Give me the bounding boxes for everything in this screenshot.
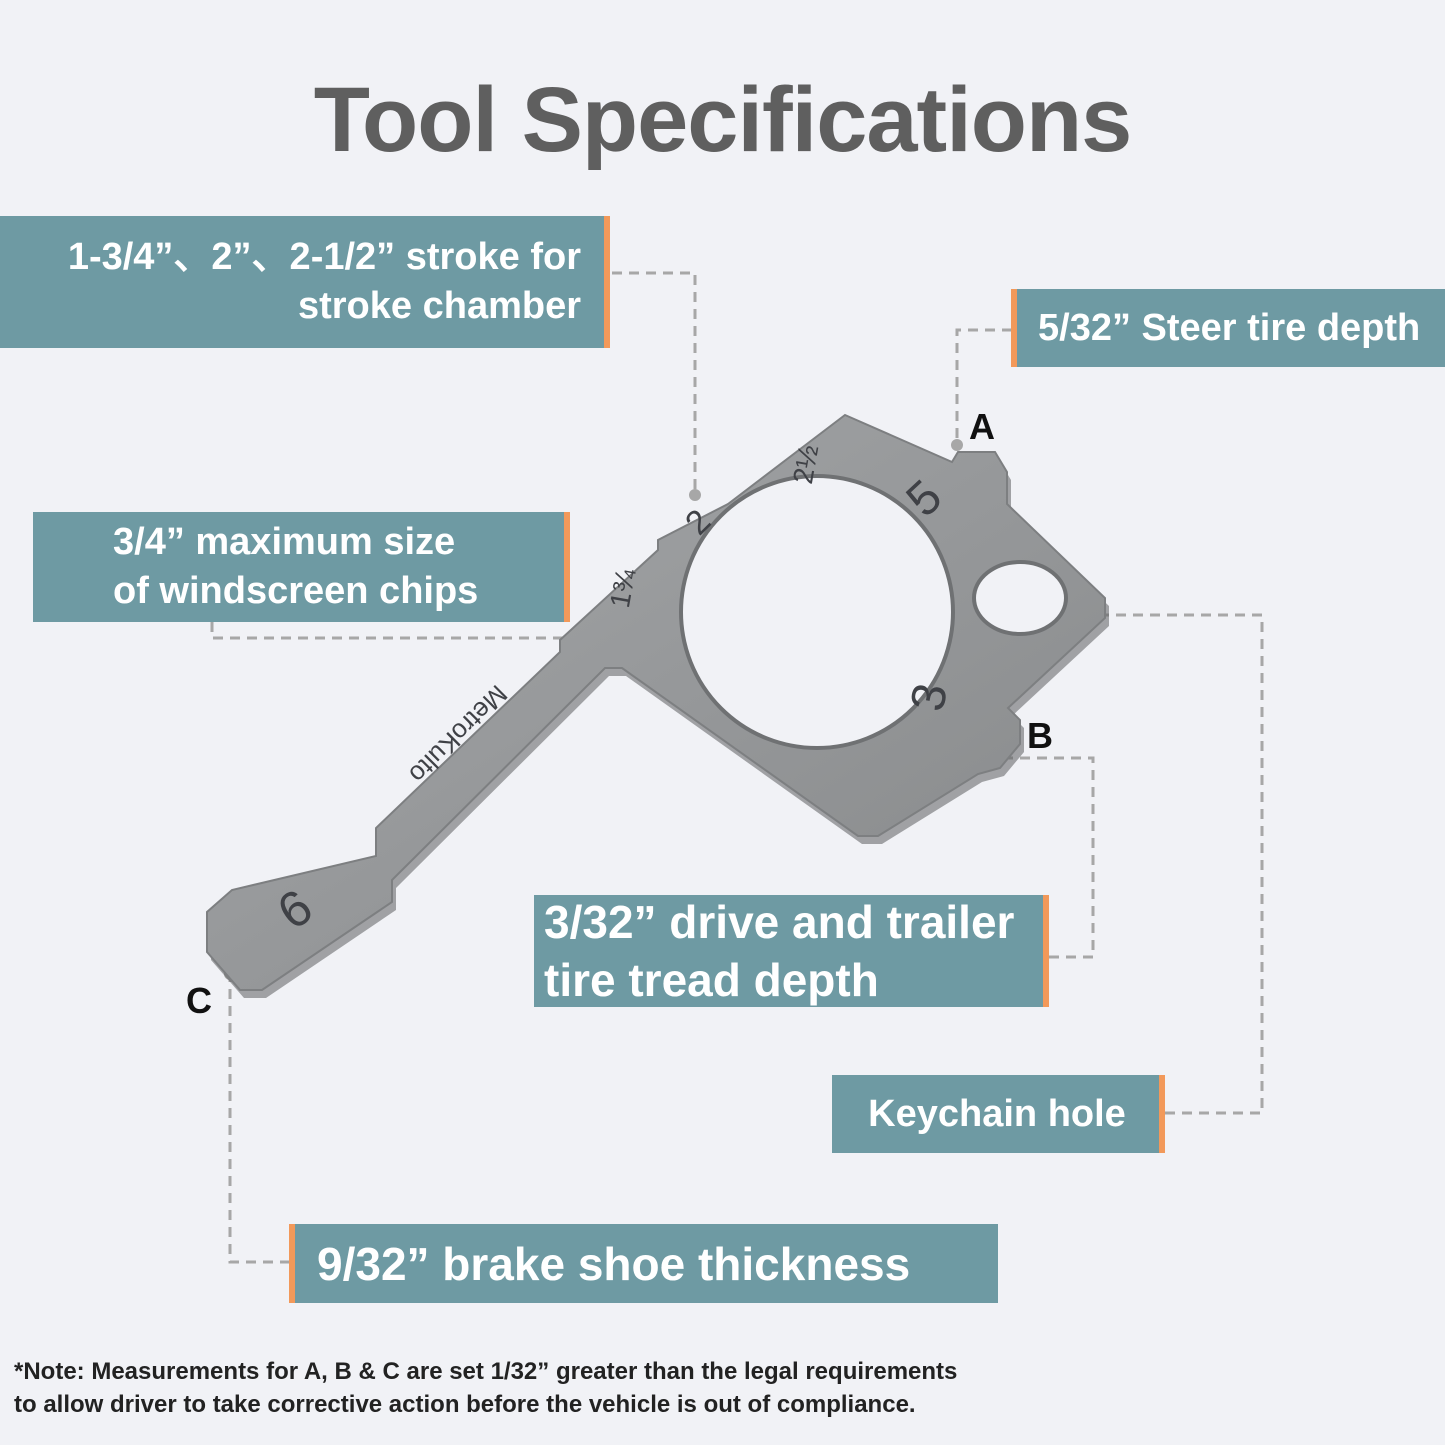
footnote-line1: *Note: Measurements for A, B & C are set… [14,1358,958,1385]
callout-stroke-line1: 1-3/4”、2”、2-1/2” stroke for [67,236,581,278]
accent-bar [1043,895,1049,1007]
leader-keychain [1005,613,1264,1115]
callout-drive: 3/32” drive and trailer tire tread depth [534,895,1049,1007]
engraving-2-1-2: 2½ [787,442,824,486]
callout-steer-text: 5/32” Steer tire depth [1038,306,1421,349]
accent-bar [604,216,610,348]
accent-bar [1011,289,1017,367]
page-title: Tool Specifications [313,69,1133,171]
engraving-1-3-4: 1¾ [604,566,641,610]
callout-windscreen-line2: of windscreen chips [113,570,479,612]
footnote-line2: to allow driver to take corrective actio… [14,1391,916,1418]
callout-windscreen: 3/4” maximum size of windscreen chips [33,512,570,622]
callout-keychain: Keychain hole [832,1075,1165,1153]
leader-stroke [612,271,697,495]
footnote: *Note: Measurements for A, B & C are set… [14,1355,957,1421]
callout-stroke-line2: stroke chamber [297,285,581,327]
accent-bar [564,512,570,622]
leader-brake [228,974,290,1264]
point-label-b: B [1027,715,1053,756]
accent-bar [289,1224,295,1303]
accent-bar [1159,1075,1165,1153]
leader-drive [993,756,1095,959]
callout-brake: 9/32” brake shoe thickness [289,1224,998,1303]
callout-drive-line2: tire tread depth [544,954,879,1006]
callout-steer: 5/32” Steer tire depth [1011,289,1445,367]
point-label-a: A [969,406,995,447]
leader-steer [955,328,1012,445]
keychain-hole-icon [972,560,1068,636]
point-label-c: C [186,980,212,1021]
callout-drive-line1: 3/32” drive and trailer [544,896,1015,948]
windscreen-gauge-hole [679,474,955,750]
callout-keychain-text: Keychain hole [868,1092,1126,1135]
callout-windscreen-line1: 3/4” maximum size [113,521,456,563]
callout-brake-text: 9/32” brake shoe thickness [317,1237,911,1290]
callout-stroke: 1-3/4”、2”、2-1/2” stroke for stroke chamb… [0,216,610,348]
